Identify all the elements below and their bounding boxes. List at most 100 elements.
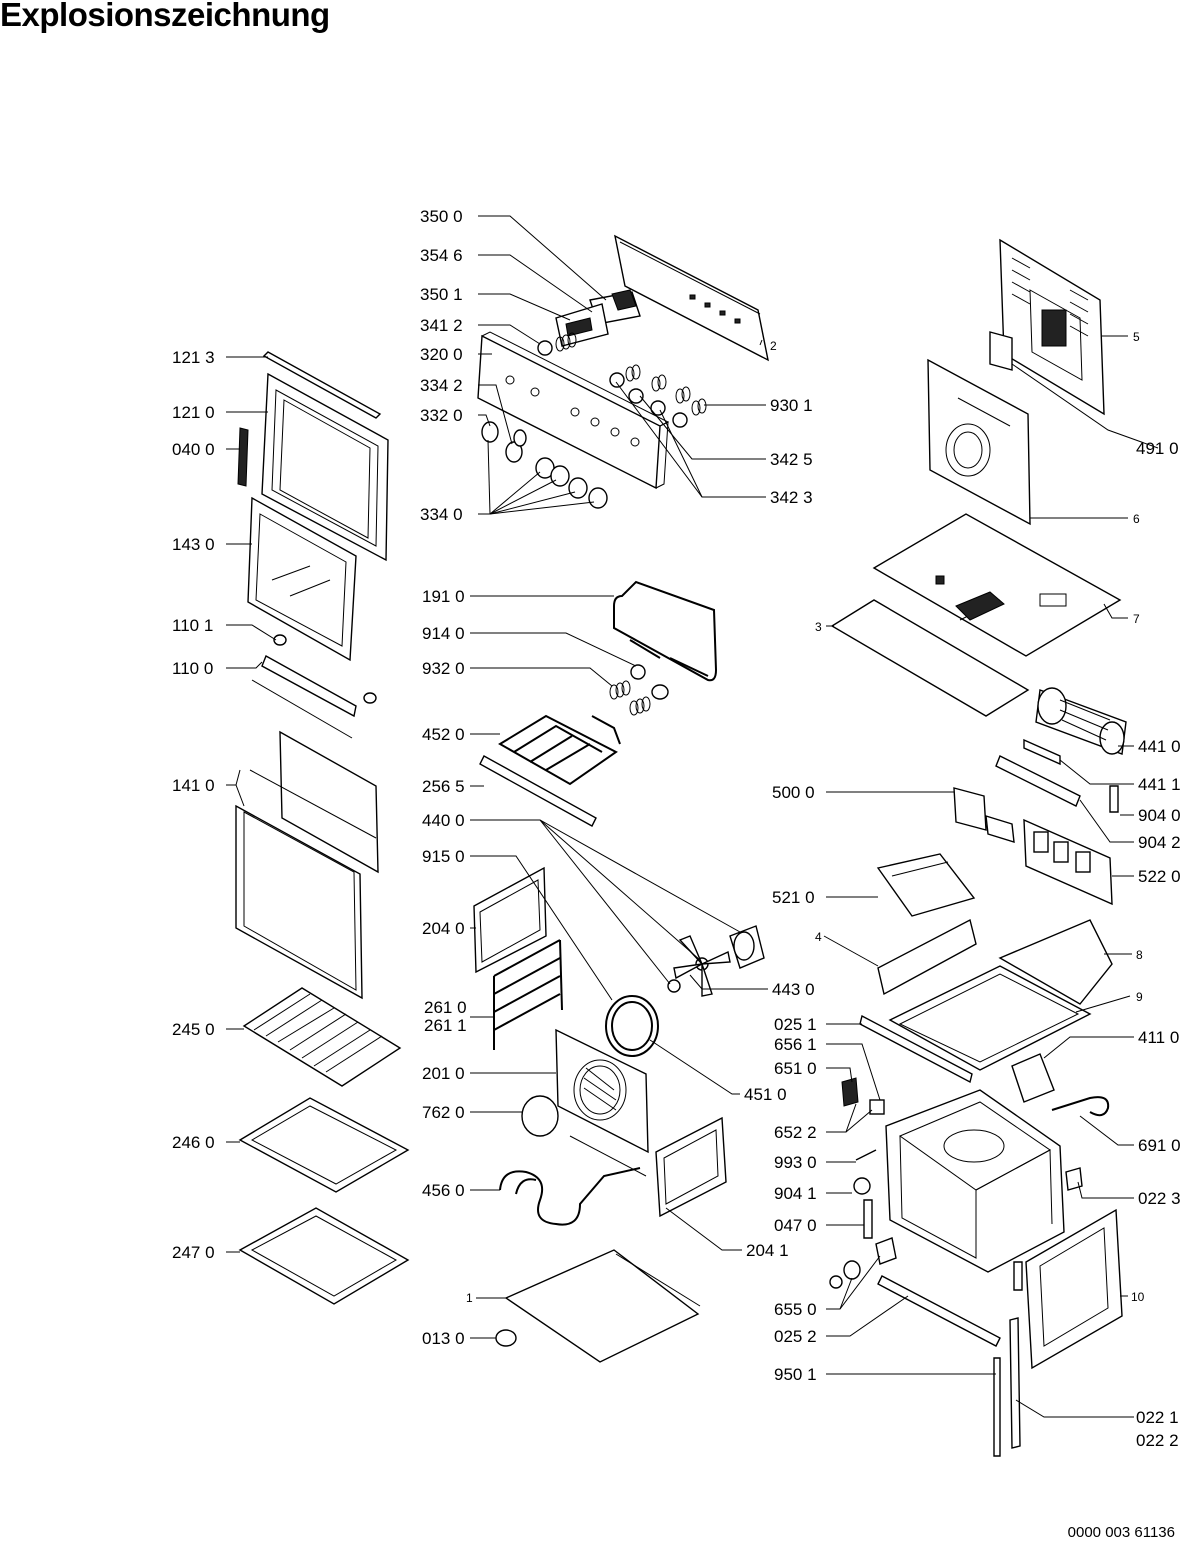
- part-number-label: 451 0: [744, 1085, 787, 1104]
- part-number-label: 332 0: [420, 406, 463, 425]
- door-frame: [261, 372, 389, 562]
- part-number-label: 10: [1131, 1290, 1145, 1304]
- part-number-label: 191 0: [422, 587, 465, 606]
- part-number-label: 013 0: [422, 1329, 465, 1348]
- part-number-label: 040 0: [172, 440, 215, 459]
- part-number-label: 121 3: [172, 348, 215, 367]
- door-handle: [261, 655, 357, 718]
- switch-656: [841, 1077, 859, 1107]
- part-number-label: 2: [770, 339, 777, 353]
- wire-rack: [242, 987, 402, 1087]
- part-number-label: 762 0: [422, 1103, 465, 1122]
- part-number-label: 7: [1133, 612, 1140, 626]
- door-switch: [875, 1237, 897, 1265]
- rear-panel: [555, 1028, 649, 1154]
- part-number-label: 025 2: [774, 1327, 817, 1346]
- part-number-label: 915 0: [422, 847, 465, 866]
- switch-block: [953, 787, 1015, 843]
- page-title: Explosionszeichnung: [0, 0, 330, 33]
- part-number-label: 904 1: [774, 1184, 817, 1203]
- part-number-label: 950 1: [774, 1365, 817, 1384]
- part-number-label: 350 0: [420, 207, 463, 226]
- part-number-label: 1: [466, 1291, 473, 1305]
- part-drawings: [235, 234, 1127, 1457]
- part-number-label: 930 1: [770, 396, 813, 415]
- part-number-label: 6: [1133, 512, 1140, 526]
- part-number-label: 341 2: [420, 316, 463, 335]
- part-number-label: 904 2: [1138, 833, 1181, 852]
- oven-gasket: [613, 580, 718, 682]
- part-number-label: 246 0: [172, 1133, 215, 1152]
- part-number-label: 342 5: [770, 450, 813, 469]
- side-rack-right: [655, 1116, 727, 1218]
- rail-bottom: [877, 1275, 1001, 1347]
- part-number-label: 350 1: [420, 285, 463, 304]
- board-holder: [876, 853, 976, 917]
- door-top-strip: [262, 351, 382, 419]
- part-number-label: 5: [1133, 330, 1140, 344]
- part-number-label: 022 1: [1136, 1408, 1179, 1427]
- front-control-panel: [477, 334, 661, 490]
- seal-strip: [993, 1357, 1001, 1457]
- part-number-label: 655 0: [774, 1300, 817, 1319]
- oven-cavity: [885, 1089, 1065, 1273]
- part-number-label: 656 1: [774, 1035, 817, 1054]
- part-number-label: 110 0: [172, 659, 213, 678]
- part-number-label: 4: [815, 930, 822, 944]
- document-number: 0000 003 61136: [1067, 1524, 1175, 1541]
- part-number-label: 143 0: [172, 535, 215, 554]
- part-number-label: 256 5: [422, 777, 465, 796]
- part-number-label: 440 0: [422, 811, 465, 830]
- drip-tray: [238, 1207, 410, 1305]
- part-labels: 350 0 354 6 350 1 341 2 320 0 334 2 332 …: [172, 207, 1181, 1450]
- part-number-label: 141 0: [172, 776, 215, 795]
- reflector-bar: [479, 755, 597, 827]
- ring-heater: [605, 995, 659, 1057]
- side-rack-left: [473, 866, 547, 974]
- hinge-bar: [863, 1199, 873, 1239]
- part-number-label: 651 0: [774, 1059, 817, 1078]
- part-number-label: 245 0: [172, 1020, 215, 1039]
- part-number-label: 691 0: [1138, 1136, 1181, 1155]
- part-number-label: 441 0: [1138, 737, 1181, 756]
- temperature-sensor: [1051, 1096, 1110, 1117]
- part-number-label: 8: [1136, 948, 1143, 962]
- hinge: [237, 427, 249, 487]
- inner-rear-wall: [927, 358, 1031, 526]
- part-number-label: 261 1: [424, 1016, 467, 1035]
- top-cover: [872, 513, 1122, 657]
- part-number-label: 204 1: [746, 1241, 789, 1260]
- part-number-label: 334 0: [420, 505, 463, 524]
- bottom-heater: [499, 1167, 641, 1226]
- part-number-label: 652 2: [774, 1123, 817, 1142]
- door-inner-frame: [247, 496, 357, 662]
- bracket: [877, 918, 977, 996]
- power-module: [1011, 1053, 1055, 1103]
- part-number-label: 441 1: [1138, 775, 1181, 794]
- door-glass-outer: [235, 804, 363, 1000]
- part-number-label: 121 0: [172, 403, 215, 422]
- door-glass-inner: [279, 730, 379, 874]
- part-number-label: 022 2: [1136, 1431, 1179, 1450]
- part-number-label: 110 1: [172, 616, 213, 635]
- part-number-label: 3: [815, 620, 822, 634]
- part-number-label: 491 0: [1136, 439, 1179, 458]
- part-number-label: 320 0: [420, 345, 463, 364]
- part-number-label: 342 3: [770, 488, 813, 507]
- fan-cover: [521, 1095, 559, 1137]
- part-number-label: 204 0: [422, 919, 465, 938]
- foot: [495, 1329, 517, 1347]
- part-number-label: 904 0: [1138, 806, 1181, 825]
- part-number-label: 456 0: [422, 1181, 465, 1200]
- part-number-label: 993 0: [774, 1153, 817, 1172]
- front-strip: [1009, 1317, 1021, 1449]
- part-number-label: 354 6: [420, 246, 463, 265]
- part-number-label: 025 1: [774, 1015, 817, 1034]
- lamp: [1109, 785, 1119, 813]
- part-number-label: 443 0: [772, 980, 815, 999]
- part-number-label: 247 0: [172, 1243, 215, 1262]
- front-frame: [1025, 1208, 1123, 1370]
- part-number-label: 522 0: [1138, 867, 1181, 886]
- part-number-label: 500 0: [772, 783, 815, 802]
